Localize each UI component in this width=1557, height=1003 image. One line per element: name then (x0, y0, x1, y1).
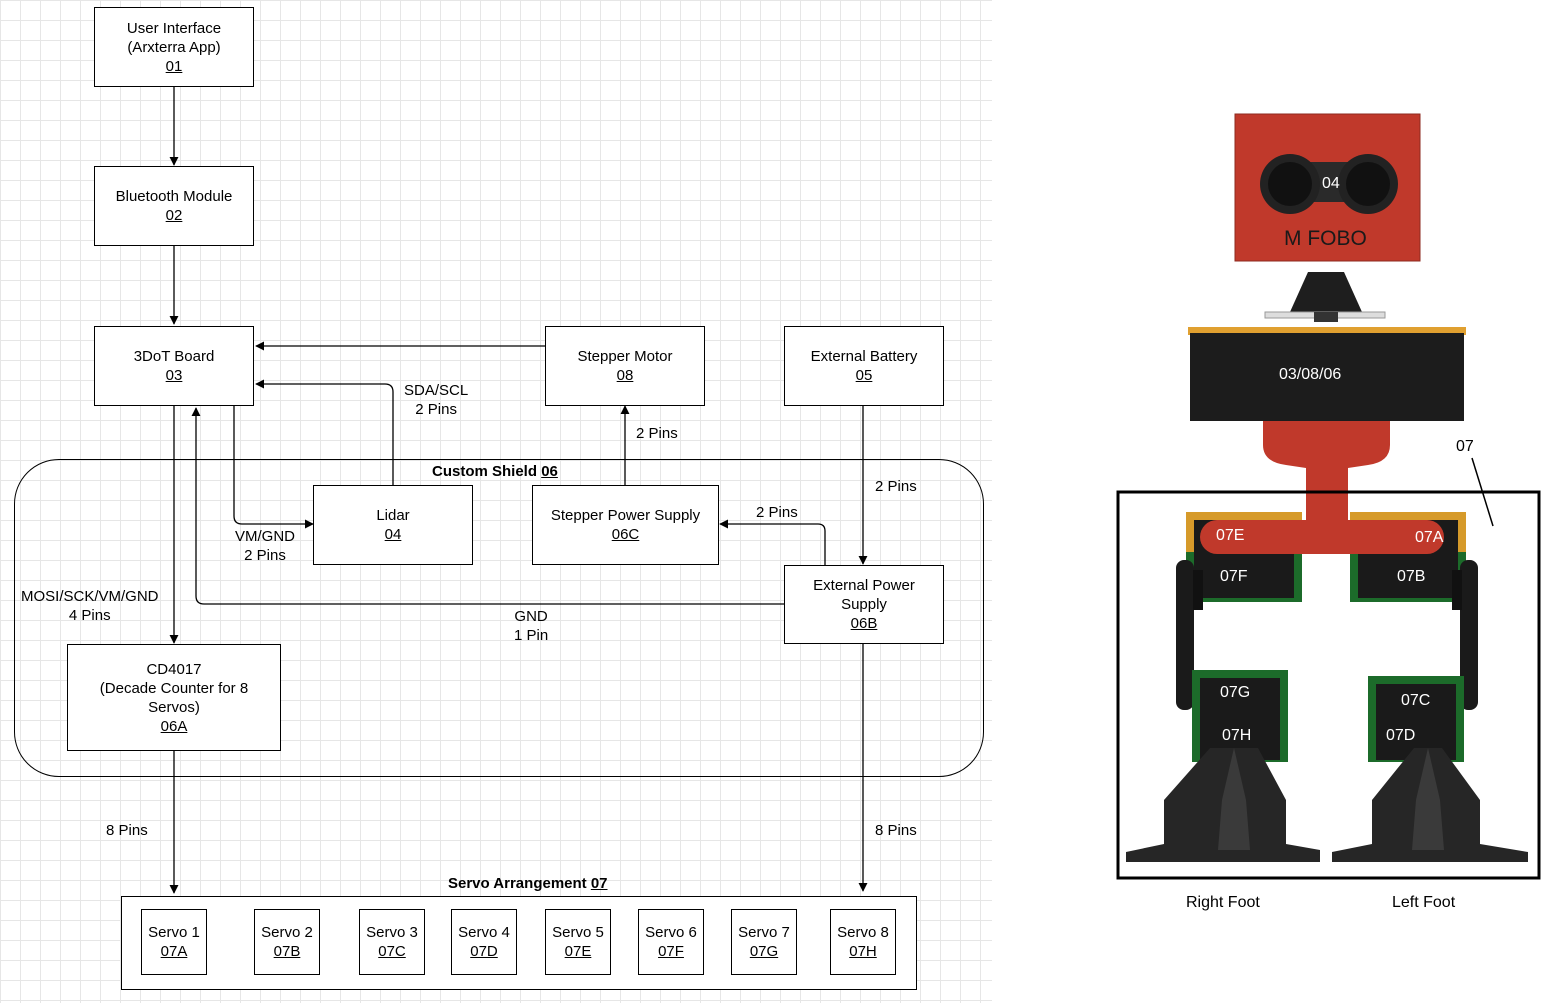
servo-07b-label: 07B (1397, 568, 1426, 585)
left-8pins-label: 8 Pins (106, 822, 148, 839)
wire-eps-sps (719, 519, 826, 565)
robot-body (1190, 333, 1464, 421)
robot-hip-bracket (1200, 421, 1450, 540)
servo-07g-label: 07G (1220, 684, 1251, 701)
robot-body-id: 03/08/06 (1279, 366, 1342, 383)
battery-pins-label: 2 Pins (875, 478, 917, 495)
servo-arrangement-group (121, 896, 917, 990)
servo-07f-label: 07F (1220, 568, 1248, 585)
custom-shield-title: Custom Shield 06 (432, 463, 558, 480)
robot-render (1116, 113, 1541, 880)
servo-07c-label: 07C (1401, 692, 1431, 709)
servo-07h-label: 07H (1222, 727, 1252, 744)
right-8pins-label: 8 Pins (875, 822, 917, 839)
wire-lidar-board (255, 379, 394, 485)
servo-arrangement-title: Servo Arrangement 07 (448, 875, 608, 892)
connection-wires (169, 87, 868, 894)
stepper-pins-label: 2 Pins (636, 425, 678, 442)
servo-07d-label: 07D (1386, 727, 1416, 744)
user-interface-block: User Interface(Arxterra App)01 (94, 7, 254, 87)
right-foot-label: Right Foot (1186, 894, 1260, 911)
robot-head-id: 04 (1322, 175, 1340, 192)
robot-neck (1290, 272, 1362, 312)
custom-shield-group (14, 459, 984, 777)
wire-eps-board-gnd (191, 407, 784, 605)
servo-group-id: 07 (1456, 438, 1474, 455)
servo-group-selection (1116, 490, 1541, 880)
sps-pins-label: 2 Pins (756, 504, 798, 521)
right-leg (1176, 560, 1194, 710)
left-foot-label: Left Foot (1392, 894, 1456, 911)
servo-07e-label: 07E (1216, 527, 1245, 544)
robot-head-brand: M FOBO (1284, 227, 1367, 250)
wire-board-lidar (233, 406, 314, 529)
servo-07a-label: 07A (1415, 529, 1444, 546)
